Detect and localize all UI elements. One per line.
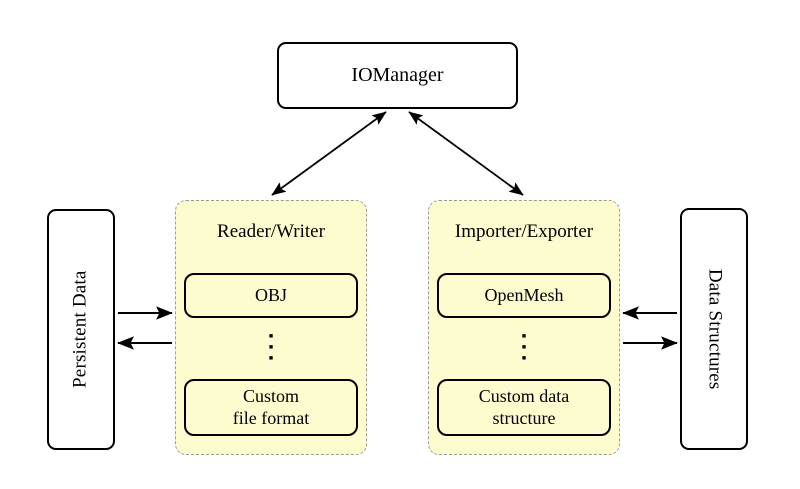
group-reader-writer-title: Reader/Writer bbox=[217, 221, 325, 242]
ellipsis-importer-exporter: ■ ■ ■ bbox=[521, 332, 527, 362]
node-custom-file-format-label-line1: Custom bbox=[242, 385, 299, 406]
node-iomanager[interactable]: IOManager bbox=[277, 42, 518, 109]
node-custom-file-format[interactable]: Custom file format bbox=[184, 379, 358, 436]
node-iomanager-label: IOManager bbox=[351, 63, 444, 86]
node-openmesh-label: OpenMesh bbox=[484, 284, 564, 305]
node-obj-label: OBJ bbox=[254, 284, 287, 305]
group-importer-exporter-title: Importer/Exporter bbox=[454, 221, 594, 242]
group-importer-exporter[interactable]: Importer/Exporter OpenMesh ■ ■ ■ Custom … bbox=[428, 200, 620, 455]
node-obj[interactable]: OBJ bbox=[184, 273, 358, 318]
arrow-manager-to-readerwriter bbox=[271, 111, 387, 196]
node-custom-data-structure-label-line1: Custom data bbox=[478, 385, 570, 406]
group-reader-writer[interactable]: Reader/Writer OBJ ■ ■ ■ Custom file form… bbox=[175, 200, 367, 455]
node-persistent-data[interactable]: Persistent Data bbox=[47, 209, 115, 450]
arrow-manager-to-importerexporter bbox=[408, 111, 524, 196]
node-custom-data-structure[interactable]: Custom data structure bbox=[437, 379, 611, 436]
node-persistent-data-label: Persistent Data bbox=[69, 270, 91, 389]
node-openmesh[interactable]: OpenMesh bbox=[437, 273, 611, 318]
node-custom-file-format-label-line2: file format bbox=[232, 407, 310, 428]
node-data-structures-label: Data Structures bbox=[704, 268, 726, 390]
ellipsis-reader-writer: ■ ■ ■ bbox=[268, 332, 274, 362]
node-data-structures[interactable]: Data Structures bbox=[680, 208, 748, 450]
node-custom-data-structure-label-line2: structure bbox=[492, 407, 556, 428]
